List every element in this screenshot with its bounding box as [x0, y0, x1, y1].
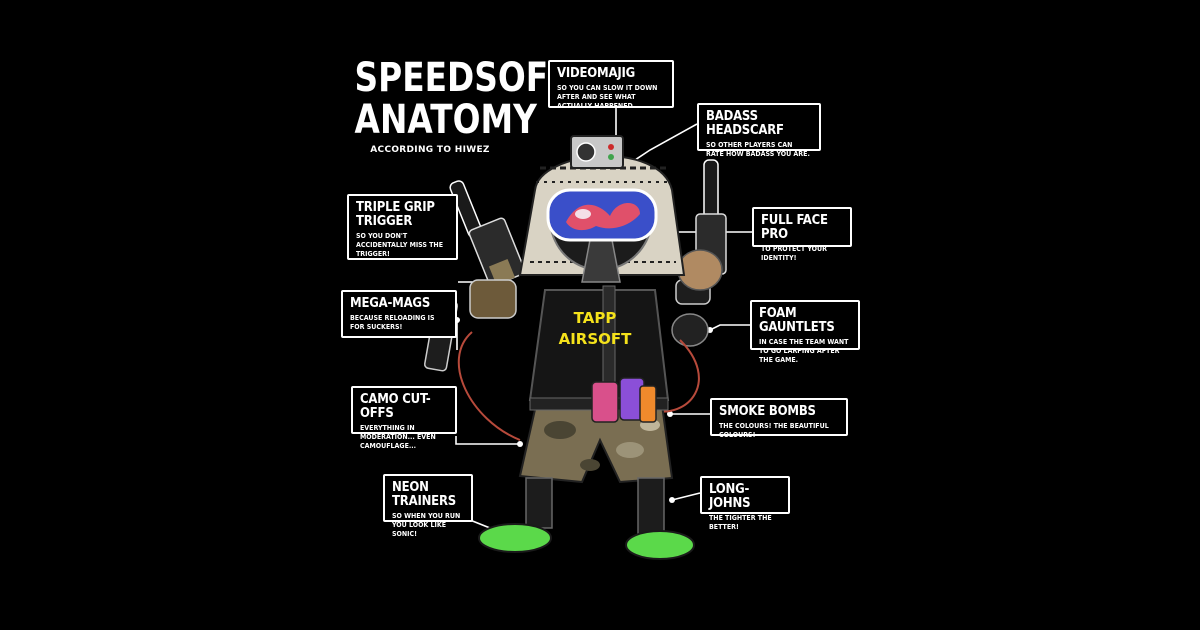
callout-heading: BADASS HEADSCARF — [706, 109, 784, 138]
callout-description: EVERYTHING IN MODERATION... EVEN CAMOUFL… — [360, 424, 436, 450]
callout-description: SO YOU CAN SLOW IT DOWN AFTER AND SEE WH… — [557, 84, 658, 110]
callout-heading: FOAM GAUNTLETS — [759, 306, 835, 335]
title-subtitle: ACCORDING TO HIWEZ — [370, 145, 490, 155]
callout-full-face-pro: FULL FACE PRO TO PROTECT YOUR IDENTITY! — [752, 207, 852, 262]
callout-description: THE TIGHTER THE BETTER! — [709, 514, 772, 531]
helmet-camera — [570, 135, 624, 169]
callout-description: THE COLOURS! THE BEAUTIFUL COLOURS! — [719, 422, 829, 439]
callout-heading: NEON TRAINERS — [392, 480, 456, 509]
callout-smoke-bombs: SMOKE BOMBS THE COLOURS! THE BEAUTIFUL C… — [710, 398, 848, 439]
callout-triple-grip-trigger: TRIPLE GRIP TRIGGER SO YOU DON'T ACCIDEN… — [347, 194, 458, 260]
callout-description: BECAUSE RELOADING IS FOR SUCKERS! — [350, 314, 435, 331]
callout-heading: LONG-JOHNS — [709, 482, 751, 511]
callout-heading: SMOKE BOMBS — [719, 404, 816, 419]
callout-description: TO PROTECT YOUR IDENTITY! — [761, 245, 827, 262]
callout-long-johns: LONG-JOHNS THE TIGHTER THE BETTER! — [700, 476, 790, 531]
callout-heading: VIDEOMAJIG — [557, 66, 636, 81]
smoke-grenades — [591, 377, 657, 423]
callout-videomajig: VIDEOMAJIG SO YOU CAN SLOW IT DOWN AFTER… — [548, 60, 674, 110]
left-cable — [457, 331, 521, 441]
callout-heading: TRIPLE GRIP TRIGGER — [356, 200, 435, 229]
callout-description: SO WHEN YOU RUN YOU LOOK LIKE SONIC! — [392, 512, 461, 538]
callout-description: IN CASE THE TEAM WANT TO GO LARPING AFTE… — [759, 338, 849, 364]
left-leg — [525, 477, 553, 529]
right-hand-gun — [671, 249, 723, 347]
callout-description: SO OTHER PLAYERS CAN RATE HOW BADASS YOU… — [706, 141, 810, 158]
callout-badass-headscarf: BADASS HEADSCARF SO OTHER PLAYERS CAN RA… — [697, 103, 821, 158]
shirt-text-line-1: TAPP — [574, 309, 617, 327]
callout-camo-cut-offs: CAMO CUT-OFFS EVERYTHING IN MODERATION..… — [351, 386, 457, 450]
callout-heading: CAMO CUT-OFFS — [360, 392, 431, 421]
neon-trainers-shoes — [478, 523, 695, 560]
callout-heading: MEGA-MAGS — [350, 296, 431, 311]
goggle-visor — [546, 188, 658, 242]
callout-neon-trainers: NEON TRAINERS SO WHEN YOU RUN YOU LOOK L… — [383, 474, 473, 538]
callout-mega-mags: MEGA-MAGS BECAUSE RELOADING IS FOR SUCKE… — [341, 290, 457, 338]
callout-description: SO YOU DON'T ACCIDENTALLY MISS THE TRIGG… — [356, 232, 444, 258]
right-leg — [637, 477, 665, 535]
callout-heading: FULL FACE PRO — [761, 213, 828, 242]
shirt-text-line-2: AIRSOFT — [559, 330, 633, 348]
callout-foam-gauntlets: FOAM GAUNTLETS IN CASE THE TEAM WANT TO … — [750, 300, 860, 364]
torso-shirt — [528, 285, 670, 411]
left-pistol — [449, 180, 526, 287]
